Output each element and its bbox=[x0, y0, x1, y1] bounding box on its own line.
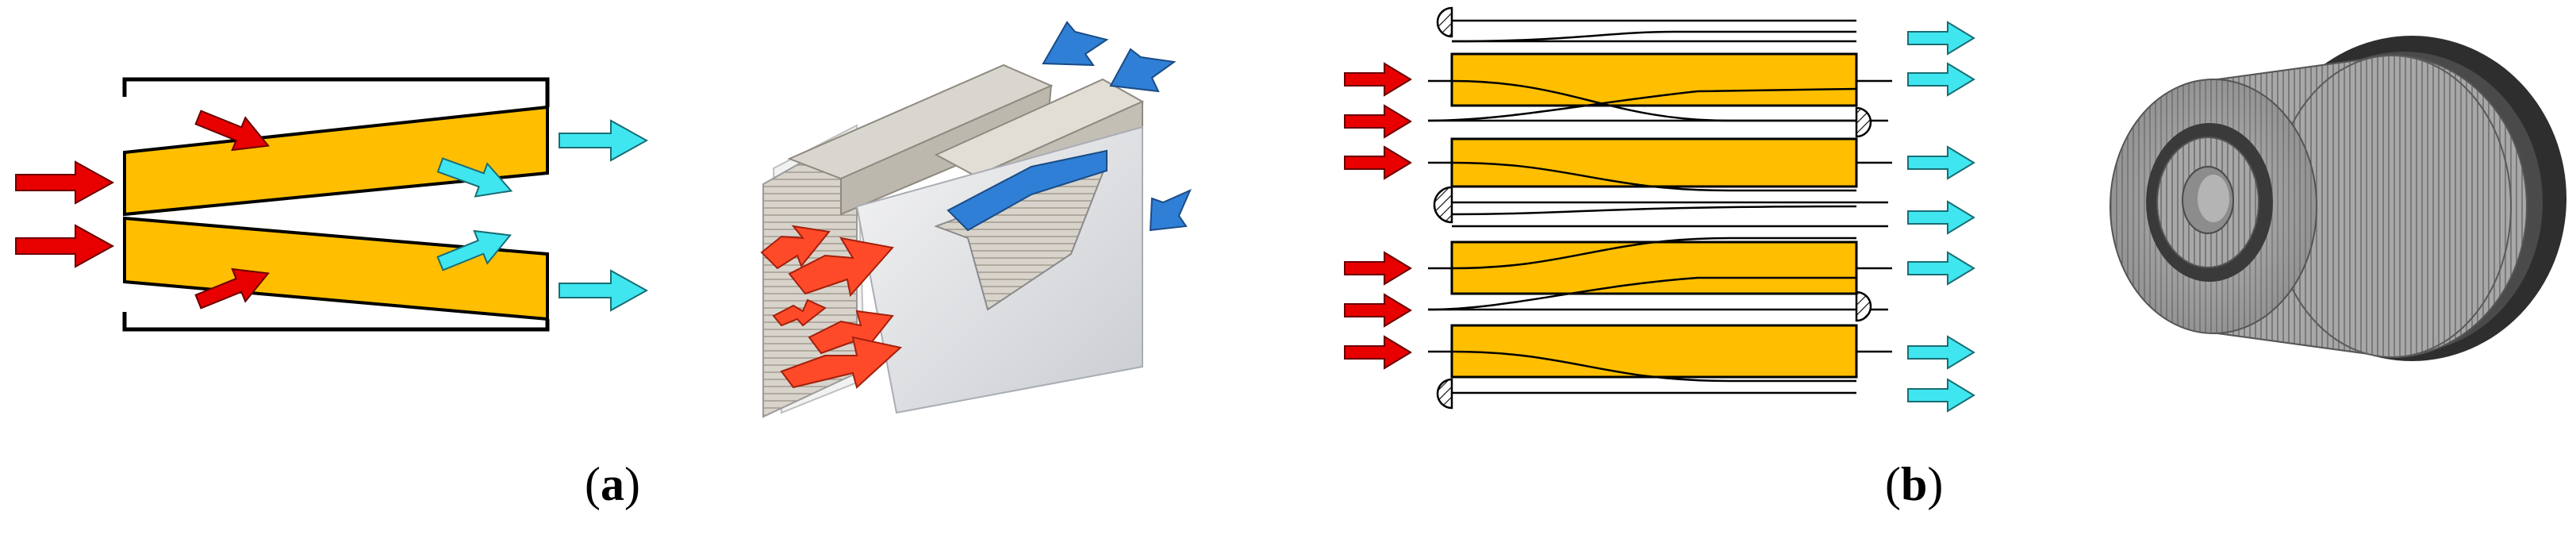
render-inlet-arrow-5-icon bbox=[780, 336, 903, 389]
render-outlet-arrow-side-icon bbox=[1149, 189, 1192, 232]
render-inlet-arrow-4-icon bbox=[808, 310, 894, 355]
seal-left-1 bbox=[1436, 6, 1453, 38]
outlet-arrow-upper-icon bbox=[559, 119, 649, 162]
label-b-letter: b bbox=[1900, 458, 1928, 510]
inlet-arrows bbox=[1344, 62, 1412, 370]
lower-wedge-channel bbox=[123, 216, 549, 321]
channel-1 bbox=[1450, 52, 1858, 107]
housing-top-wall bbox=[122, 77, 550, 107]
panel-label-b: (b) bbox=[1885, 456, 1943, 512]
label-a-close-paren: ) bbox=[624, 458, 640, 510]
outlet-arrow-icon bbox=[1907, 21, 1975, 56]
separation-curves bbox=[1427, 30, 1857, 383]
channel-4 bbox=[1450, 324, 1858, 379]
outlet-arrow-lower-icon bbox=[559, 269, 649, 312]
drum-bore-inner bbox=[2198, 175, 2229, 222]
outlet-arrow-icon bbox=[1907, 335, 1975, 370]
render-outlet-arrow-top-icon bbox=[1042, 21, 1109, 67]
channel-flow-arrow-red-icon bbox=[194, 267, 271, 310]
label-b-open-paren: ( bbox=[1885, 458, 1901, 510]
blue-deflector bbox=[946, 149, 1108, 232]
panel-a-plate-module-render bbox=[760, 21, 1192, 418]
outlet-arrow-icon bbox=[1907, 251, 1975, 286]
channel-flow-arrow-cyan-icon bbox=[436, 229, 513, 271]
outlet-arrow-icon bbox=[1907, 378, 1975, 413]
inlet-arrow-icon bbox=[1344, 335, 1412, 370]
channel-3 bbox=[1450, 240, 1858, 295]
panel-b-schematic bbox=[1344, 6, 1975, 413]
outlet-arrow-icon bbox=[1907, 200, 1975, 235]
inlet-arrow-upper-icon bbox=[15, 160, 115, 205]
inlet-arrow-icon bbox=[1344, 104, 1412, 139]
housing-bottom-wall bbox=[122, 312, 550, 332]
seal-right-2 bbox=[1855, 290, 1872, 322]
label-a-open-paren: ( bbox=[585, 458, 601, 510]
panel-a-schematic bbox=[15, 77, 649, 332]
end-seals bbox=[1433, 6, 1872, 410]
label-b-close-paren: ) bbox=[1927, 458, 1944, 510]
inlet-arrow-icon bbox=[1344, 145, 1412, 180]
inlet-arrow-icon bbox=[1344, 62, 1412, 97]
seal-left-3 bbox=[1436, 378, 1453, 410]
outlet-arrow-icon bbox=[1907, 145, 1975, 180]
seal-right-1 bbox=[1855, 106, 1872, 138]
inlet-arrow-icon bbox=[1344, 293, 1412, 328]
outlet-arrow-icon bbox=[1907, 62, 1975, 97]
render-inlet-arrow-2-icon bbox=[788, 237, 894, 298]
channel-2 bbox=[1450, 137, 1858, 188]
render-inlet-arrow-1-icon bbox=[760, 225, 831, 270]
render-inlet-arrow-3-icon bbox=[772, 298, 827, 327]
channel-flow-arrow-cyan-icon bbox=[436, 157, 513, 198]
upper-wedge-channel bbox=[123, 105, 549, 217]
seal-left-2 bbox=[1433, 186, 1453, 224]
channel-flow-arrow-red-icon bbox=[194, 110, 271, 152]
panel-label-a: (a) bbox=[585, 456, 640, 512]
inlet-arrow-icon bbox=[1344, 251, 1412, 286]
label-a-letter: a bbox=[600, 458, 624, 510]
inlet-arrow-lower-icon bbox=[15, 224, 115, 268]
outlet-arrows bbox=[1907, 21, 1975, 413]
render-outlet-arrow-mid-icon bbox=[1109, 48, 1177, 93]
panel-b-drum-render bbox=[2110, 36, 2566, 361]
